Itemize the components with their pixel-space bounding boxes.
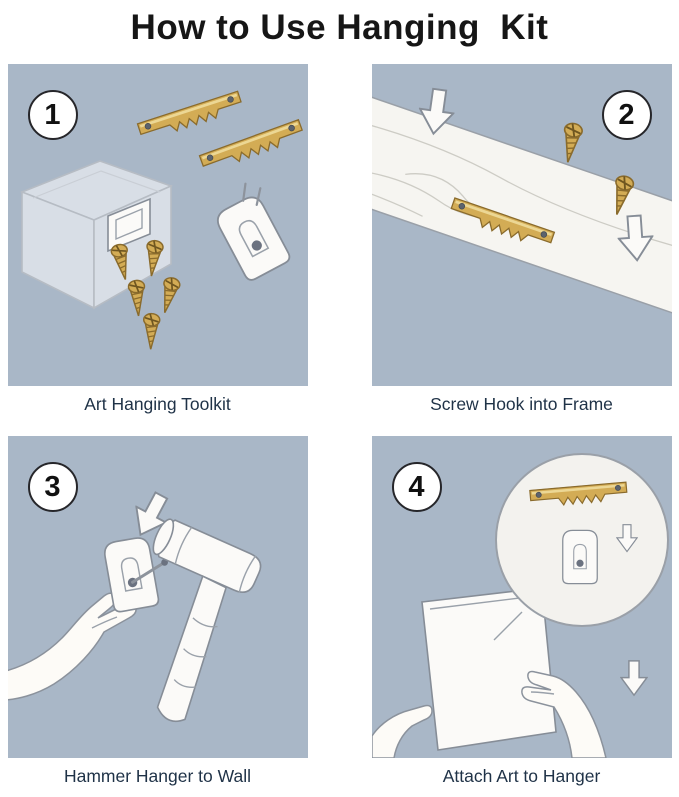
sawtooth-hanger-icon — [136, 90, 244, 143]
sawtooth-hanger-icon — [198, 119, 306, 175]
step-1-number-badge: 1 — [27, 90, 78, 140]
hammer-icon — [152, 518, 261, 723]
step-1-illustration — [19, 90, 306, 351]
wood-frame-icon — [371, 75, 672, 335]
step-4-illustration-panel: 4 — [371, 436, 672, 759]
step-3-illustration — [7, 486, 261, 723]
screw-icon — [126, 278, 147, 318]
screw-icon — [557, 121, 584, 165]
step-2-number-badge: 2 — [601, 90, 652, 140]
step-1-illustration-panel: 1 — [7, 64, 308, 386]
step-2-illustration — [371, 75, 672, 335]
step-3-panel: 3 — [7, 436, 308, 787]
step-1-caption: Art Hanging Toolkit — [84, 394, 231, 414]
arrow-down-icon — [619, 660, 648, 697]
hand-icon — [7, 592, 137, 701]
magnifier-inset — [493, 453, 669, 641]
screw-icon — [141, 312, 161, 351]
step-3-illustration-panel: 3 — [7, 436, 308, 759]
step-4-panel: 4 — [371, 436, 672, 787]
step-2-caption: Screw Hook into Frame — [430, 394, 613, 414]
toolkit-box-icon — [19, 160, 173, 310]
step-1-panel: 1 — [7, 64, 308, 414]
step-number: 4 — [408, 470, 425, 503]
hand-icon — [520, 671, 607, 759]
step-number: 2 — [618, 98, 635, 131]
wall-hook-icon — [212, 182, 293, 284]
page-title: How to Use Hanging Kit — [130, 8, 549, 47]
step-3-number-badge: 3 — [27, 462, 78, 513]
wall-hook-icon — [561, 529, 598, 585]
steps-grid: 1 — [0, 64, 679, 787]
step-2-panel: 2 Screw Hook into Frame — [371, 64, 672, 414]
hand-icon — [371, 705, 433, 759]
step-3-caption: Hammer Hanger to Wall — [63, 766, 252, 787]
step-number: 1 — [44, 98, 61, 131]
screw-icon — [155, 275, 182, 316]
step-2-illustration-panel: 2 — [371, 64, 672, 386]
step-4-number-badge: 4 — [391, 462, 442, 513]
step-4-caption: Attach Art to Hanger — [442, 766, 601, 787]
step-number: 3 — [44, 470, 61, 503]
step-4-illustration — [371, 453, 669, 759]
